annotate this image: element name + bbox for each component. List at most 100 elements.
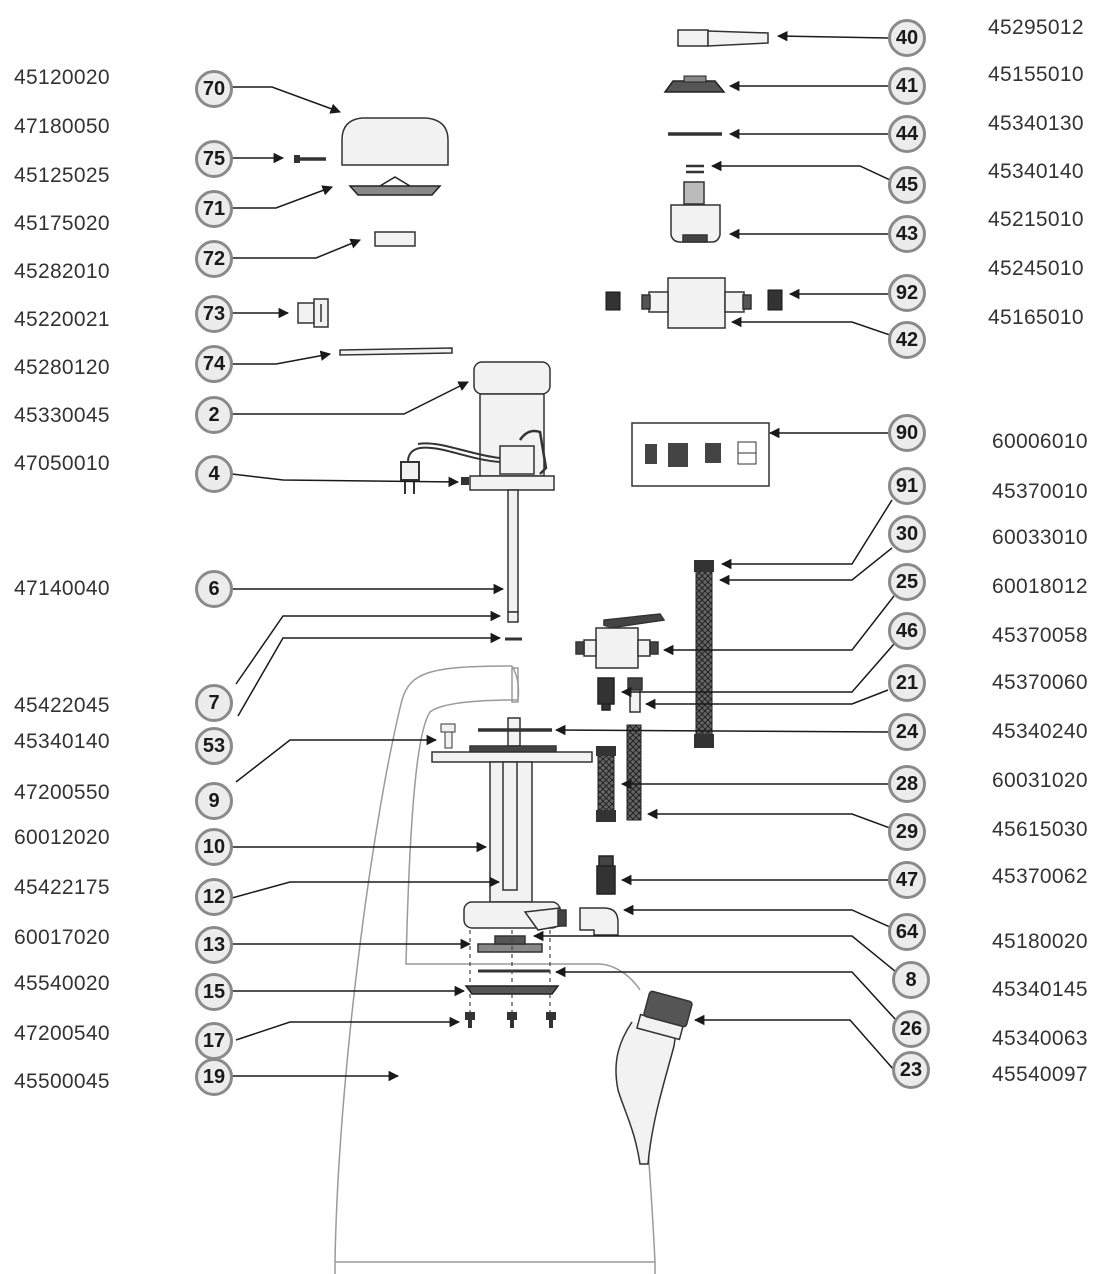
callout-26: 26 — [892, 1010, 930, 1048]
callout-47: 47 — [888, 861, 926, 899]
part-number: 47180050 — [14, 115, 110, 138]
callout-64: 64 — [888, 913, 926, 951]
assembly-guide-lines — [469, 930, 551, 1020]
part-7-sleeve — [507, 611, 519, 623]
part-24-column-top — [469, 717, 557, 753]
callout-44: 44 — [888, 115, 926, 153]
part-number: 45165010 — [988, 306, 1084, 329]
part-number: 45340140 — [14, 730, 110, 753]
part-70-cover — [341, 117, 449, 166]
part-number: 45370058 — [992, 624, 1088, 647]
part-number: 45422175 — [14, 876, 110, 899]
callout-7: 7 — [195, 684, 233, 722]
callout-43: 43 — [888, 215, 926, 253]
callout-28: 28 — [888, 765, 926, 803]
leader-lines — [231, 30, 897, 1082]
callout-70: 70 — [195, 70, 233, 108]
part-64-elbow — [579, 907, 619, 936]
part-number: 60012020 — [14, 826, 110, 849]
part-13-impeller — [477, 935, 543, 953]
part-28-hose — [596, 746, 616, 822]
callout-15: 15 — [195, 973, 233, 1011]
part-number: 45540020 — [14, 972, 110, 995]
part-46-fitting — [597, 677, 615, 711]
part-number: 45295012 — [988, 16, 1084, 39]
callout-4: 4 — [195, 455, 233, 493]
part-6-shaft — [507, 489, 519, 613]
part-number: 45370010 — [992, 480, 1088, 503]
part-29-hose — [626, 724, 642, 821]
part-42-filter — [641, 277, 752, 329]
part-number: 45500045 — [14, 1070, 110, 1093]
part-number: 45340140 — [988, 160, 1084, 183]
part-47-fitting — [596, 855, 616, 895]
part-number: 45370062 — [992, 865, 1088, 888]
part-41-top — [683, 75, 707, 83]
pump-housing — [463, 901, 567, 931]
part-number: 60033010 — [992, 526, 1088, 549]
part-43-valve — [670, 181, 721, 243]
callout-23: 23 — [892, 1051, 930, 1089]
part-number: 45340240 — [992, 720, 1088, 743]
part-number: 47200550 — [14, 781, 110, 804]
part-9-screw — [440, 723, 456, 749]
part-25-ball-valve — [575, 613, 666, 669]
part-23-spout — [615, 990, 693, 1165]
part-number: 47140040 — [14, 577, 110, 600]
part-number: 60006010 — [992, 430, 1088, 453]
part-17-screws — [465, 1012, 556, 1028]
part-71-fan-hub — [379, 176, 411, 187]
part-number: 45280120 — [14, 356, 110, 379]
part-21-fitting — [627, 677, 643, 713]
part-4-power-cord — [400, 442, 501, 494]
part-40-cap — [677, 29, 769, 47]
callout-9: 9 — [195, 782, 233, 820]
part-72-coupler — [374, 231, 416, 247]
callout-10: 10 — [195, 828, 233, 866]
part-10-column — [431, 751, 593, 903]
part-number: 45180020 — [992, 930, 1088, 953]
callout-19: 19 — [195, 1058, 233, 1096]
callout-30: 30 — [888, 515, 926, 553]
callout-2: 2 — [195, 396, 233, 434]
callout-45: 45 — [888, 166, 926, 204]
part-number: 47200540 — [14, 1022, 110, 1045]
callout-73: 73 — [195, 295, 233, 333]
part-number: 45215010 — [988, 208, 1084, 231]
part-74-plate — [339, 347, 453, 356]
part-number: 45422045 — [14, 694, 110, 717]
callout-46: 46 — [888, 612, 926, 650]
callout-90: 90 — [888, 414, 926, 452]
part-number: 45125025 — [14, 164, 110, 187]
callout-29: 29 — [888, 813, 926, 851]
part-71-fan — [348, 185, 442, 196]
part-number: 45340063 — [992, 1027, 1088, 1050]
callout-17: 17 — [195, 1022, 233, 1060]
part-number: 45282010 — [14, 260, 110, 283]
part-number: 45540097 — [992, 1063, 1088, 1086]
part-number: 45330045 — [14, 404, 110, 427]
part-92-nut-right — [767, 289, 783, 311]
callout-71: 71 — [195, 190, 233, 228]
part-2-motor — [469, 361, 555, 491]
part-number: 45370060 — [992, 671, 1088, 694]
callout-53: 53 — [195, 727, 233, 765]
part-number: 45245010 — [988, 257, 1084, 280]
part-number: 47050010 — [14, 452, 110, 475]
callout-24: 24 — [888, 713, 926, 751]
callout-91: 91 — [888, 467, 926, 505]
callout-6: 6 — [195, 570, 233, 608]
callout-41: 41 — [888, 67, 926, 105]
part-90-fittings-kit — [631, 422, 770, 487]
callout-92: 92 — [888, 274, 926, 312]
callout-13: 13 — [195, 926, 233, 964]
part-45-washers — [686, 164, 704, 174]
part-30-braided-hose — [694, 560, 714, 748]
part-92-nut-left — [605, 291, 621, 311]
callout-75: 75 — [195, 140, 233, 178]
callout-40: 40 — [888, 19, 926, 57]
part-number: 45340145 — [992, 978, 1088, 1001]
callout-74: 74 — [195, 345, 233, 383]
